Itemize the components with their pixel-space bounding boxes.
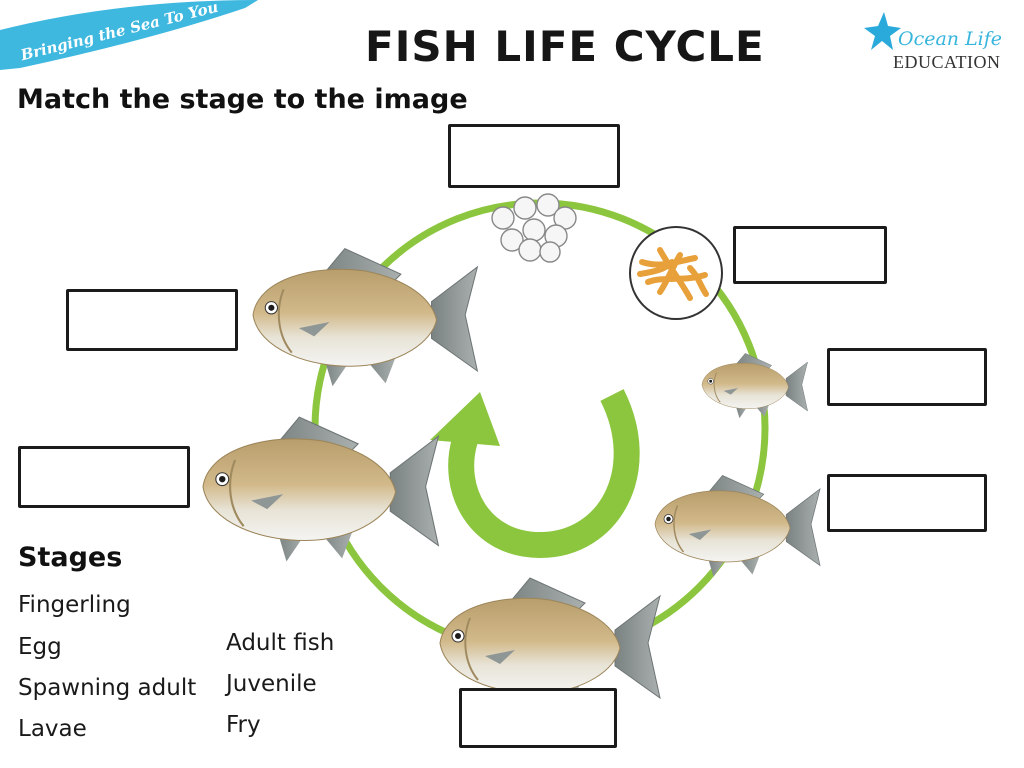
answer-box-top[interactable] bbox=[448, 124, 620, 188]
star-icon bbox=[864, 12, 901, 50]
answer-box-upper-right[interactable] bbox=[733, 226, 887, 284]
stage-option: Spawning adult bbox=[18, 675, 197, 701]
answer-box-upper-left[interactable] bbox=[66, 289, 238, 351]
stage-option: Lavae bbox=[18, 716, 87, 742]
answer-box-right-2[interactable] bbox=[827, 474, 987, 532]
answer-box-bottom[interactable] bbox=[459, 688, 617, 748]
answer-box-left[interactable] bbox=[18, 446, 190, 508]
instruction-text: Match the stage to the image bbox=[17, 84, 468, 115]
answer-box-right-1[interactable] bbox=[827, 348, 987, 406]
stage-option: Juvenile bbox=[226, 671, 317, 697]
stage-option: Egg bbox=[18, 634, 62, 660]
page-title: FISH LIFE CYCLE bbox=[365, 22, 765, 71]
stages-heading: Stages bbox=[18, 542, 123, 573]
fish-spawning-adult-icon bbox=[251, 247, 479, 388]
stage-option: Fingerling bbox=[18, 592, 131, 618]
stage-option: Adult fish bbox=[226, 630, 335, 656]
ocean-life-logo: Ocean Life EDUCATION bbox=[862, 10, 1012, 72]
larvae-icon bbox=[629, 226, 723, 320]
logo-text-top: Ocean Life bbox=[898, 28, 1003, 50]
cycle-arrow-icon bbox=[430, 389, 640, 559]
banner-ribbon bbox=[0, 0, 258, 70]
egg-cluster-icon bbox=[491, 193, 577, 263]
stage-option: Fry bbox=[226, 712, 261, 738]
logo-text-bottom: EDUCATION bbox=[893, 52, 1001, 72]
fish-fry-icon bbox=[701, 352, 809, 419]
fish-adult-icon bbox=[201, 416, 440, 563]
fish-fingerling-icon bbox=[654, 474, 821, 578]
